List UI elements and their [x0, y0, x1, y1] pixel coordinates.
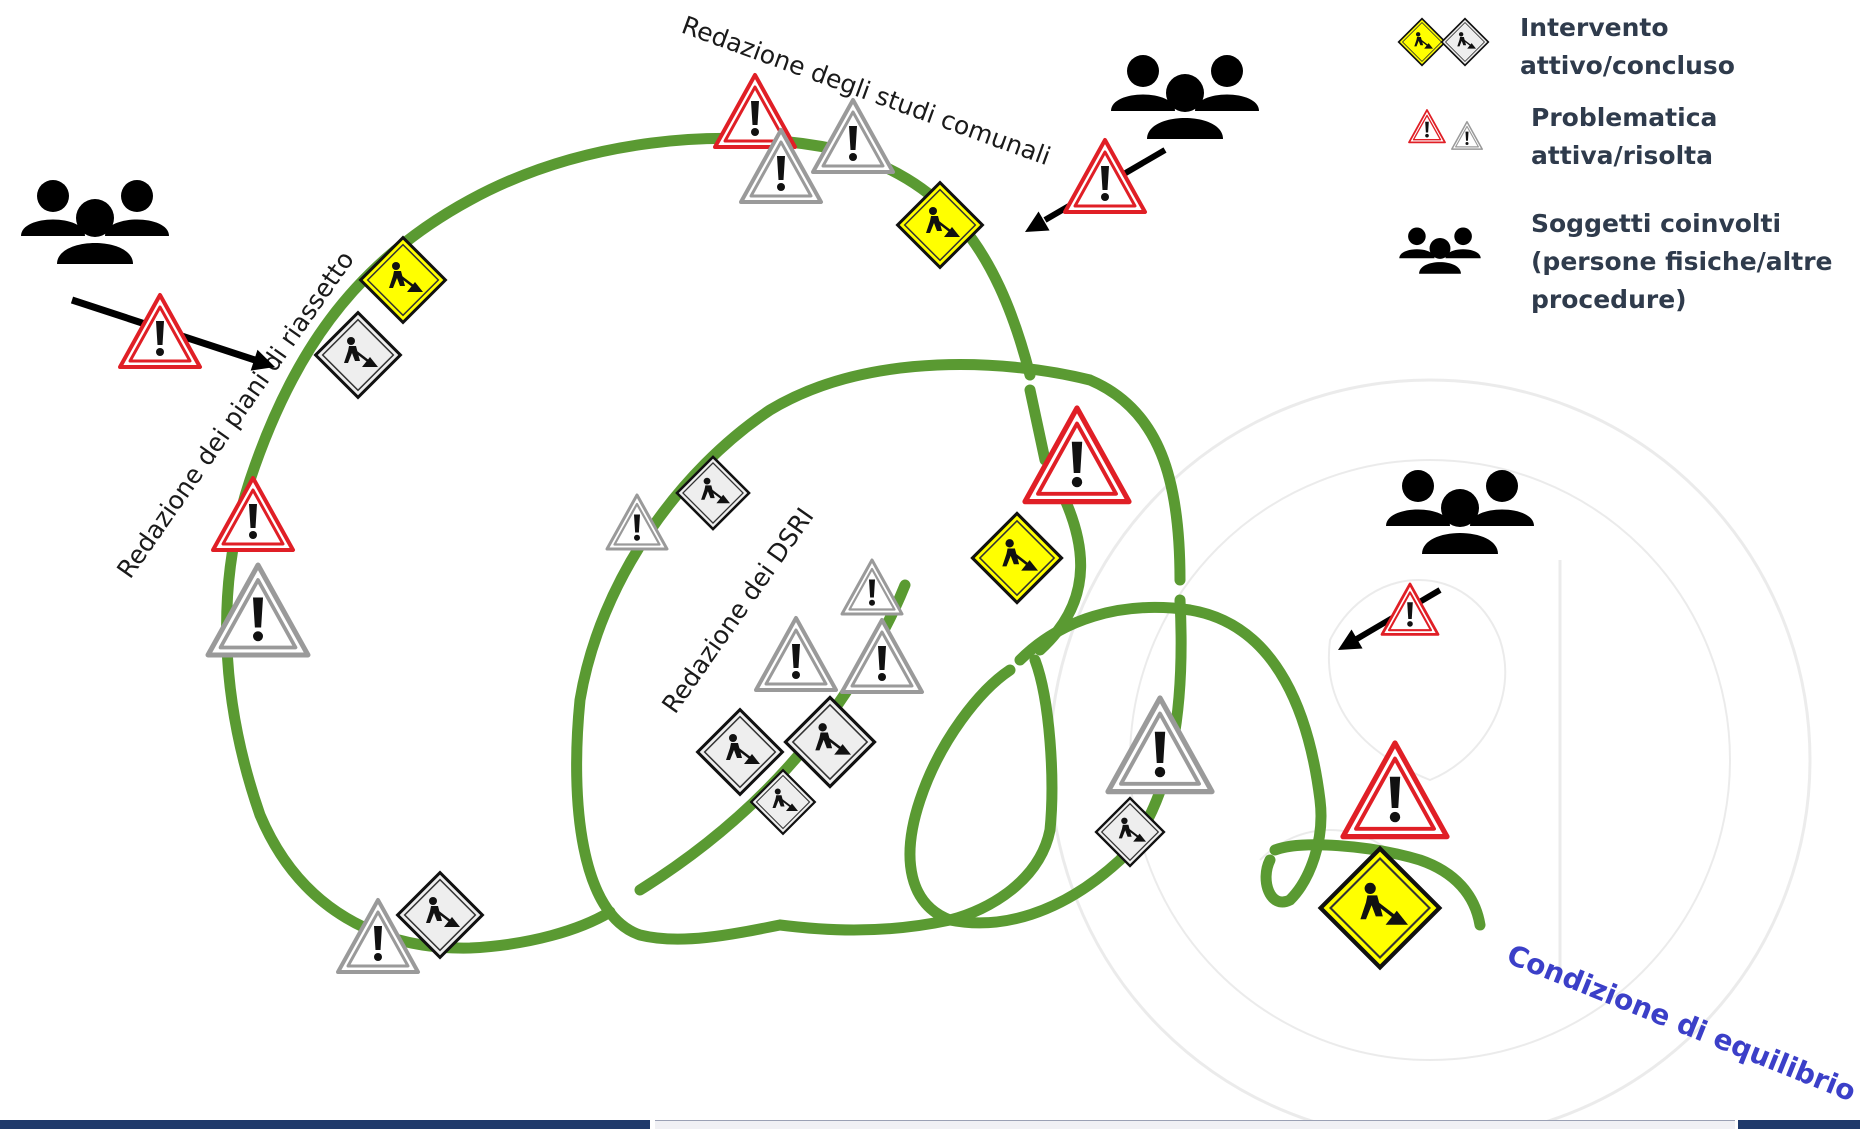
road-work-icon	[970, 511, 1064, 605]
legend-people-icon	[1399, 227, 1481, 274]
road-work-icon	[750, 769, 816, 835]
road-work-icon	[783, 695, 877, 789]
road-work-icon	[675, 455, 751, 531]
legend-soggetti-line2: (persone fisiche/altre	[1531, 247, 1832, 276]
warning-icon	[1380, 582, 1440, 636]
warning-icon	[118, 293, 202, 369]
label-condizione-equilibrio: Condizione di equilibrio	[1502, 938, 1860, 1108]
footer-bar-left	[0, 1120, 650, 1129]
footer-bar-center	[655, 1120, 1735, 1129]
road-work-icon	[896, 181, 984, 269]
legend-soggetti-line3: procedure)	[1531, 285, 1687, 314]
footer-bar-right	[1738, 1120, 1860, 1129]
warning-icon	[754, 616, 838, 692]
warning-icon	[1063, 138, 1147, 214]
legend-work-done-icon	[1440, 17, 1490, 67]
warning-icon	[840, 558, 904, 616]
legend-intervento-line2: attivo/concluso	[1520, 51, 1735, 80]
warning-icon	[211, 476, 295, 552]
people-group-icon	[1386, 470, 1534, 554]
legend-soggetti-line1: Soggetti coinvolti	[1531, 209, 1781, 238]
road-work-icon	[1321, 849, 1440, 968]
people-group-icon	[1111, 55, 1259, 139]
legend-warning-resolved-icon	[1451, 121, 1483, 150]
road-work-icon	[359, 236, 447, 324]
people-group-icon	[21, 180, 169, 264]
legend-work-active-icon	[1397, 17, 1447, 67]
warning-icon	[1343, 743, 1447, 837]
legend-problematica-line2: attiva/risolta	[1531, 141, 1713, 170]
legend-intervento-line1: Intervento	[1520, 13, 1669, 42]
legend-warning-active-icon	[1408, 109, 1446, 144]
warning-icon	[1108, 698, 1212, 792]
legend: Intervento attivo/concluso Problematica …	[1397, 13, 1832, 314]
legend-problematica-line1: Problematica	[1531, 103, 1717, 132]
warning-icon	[840, 618, 924, 694]
